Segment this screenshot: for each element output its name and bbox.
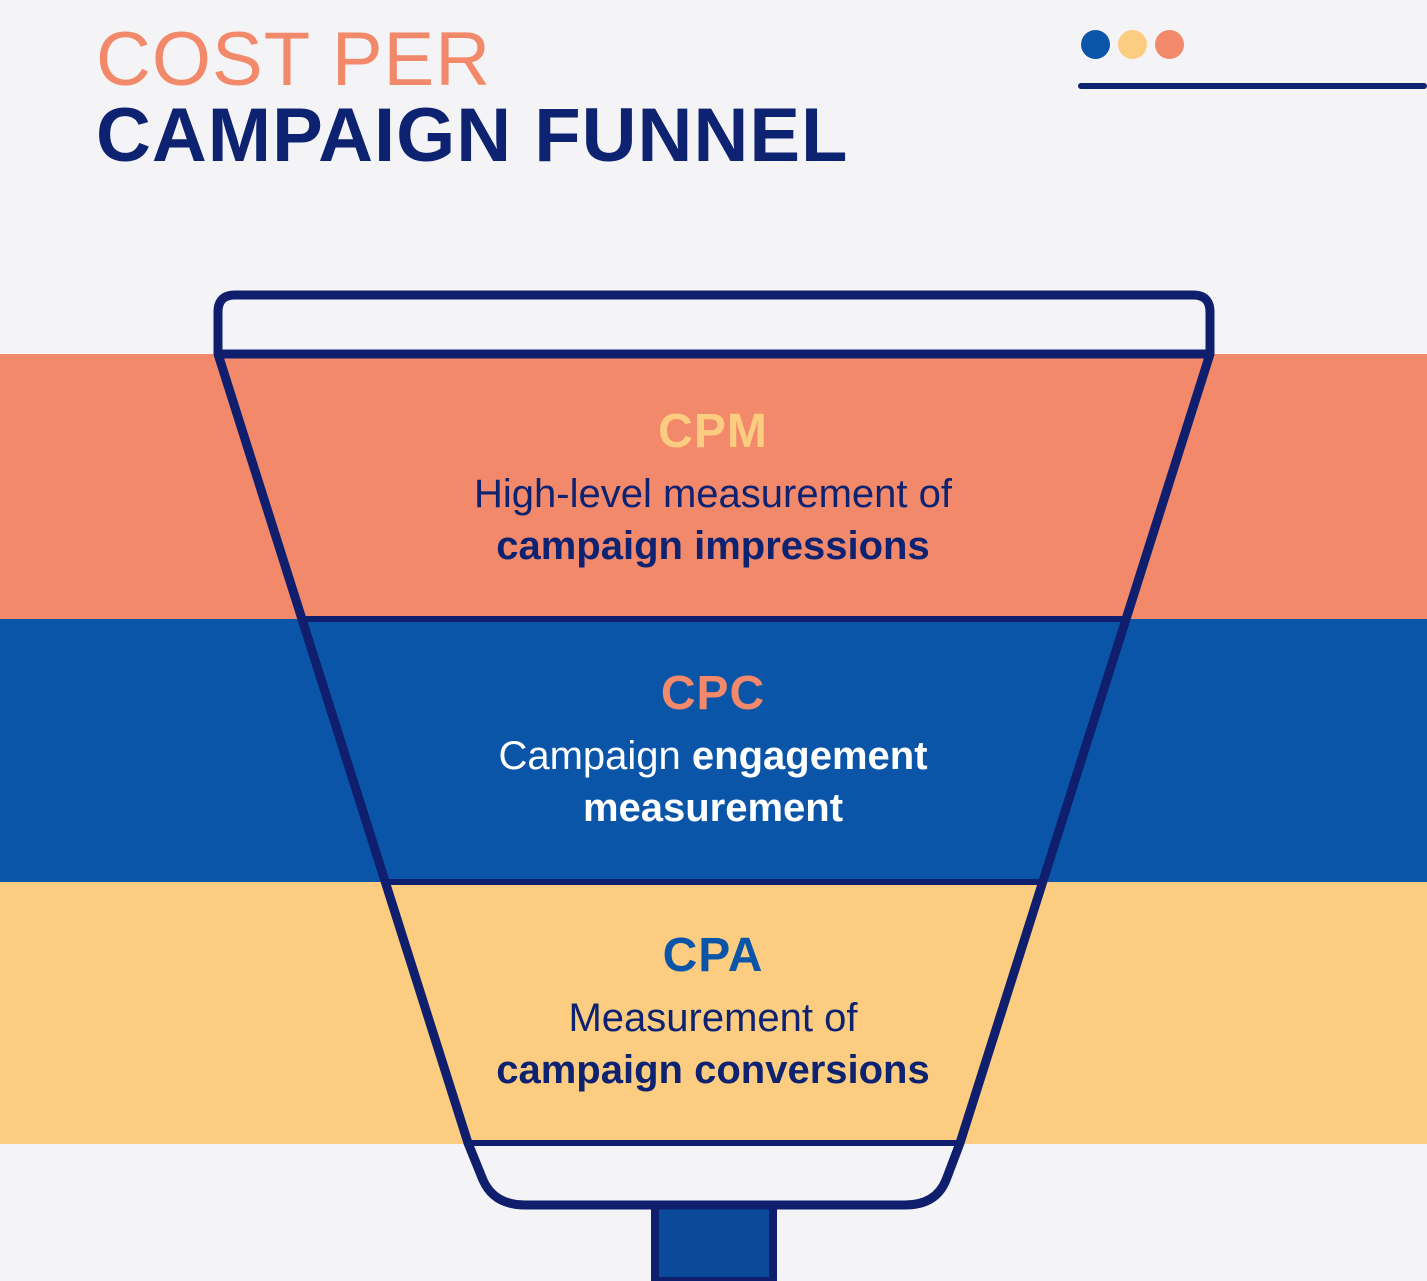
- desc-text: campaign conversions: [496, 1048, 930, 1092]
- cpm-band: [0, 354, 1427, 619]
- header-rule: [1078, 83, 1427, 89]
- yellow-dot: [1118, 30, 1147, 59]
- desc-text: High-level measurement of: [474, 472, 952, 516]
- blue-dot: [1081, 30, 1110, 59]
- desc-line1: Measurement of: [413, 992, 1013, 1044]
- desc-text: engagement: [691, 734, 928, 778]
- desc-text: Campaign: [498, 734, 692, 778]
- desc-line1: Campaign engagement: [413, 730, 1013, 782]
- funnel-rim: [218, 295, 1210, 352]
- decorative-dots: [1081, 30, 1184, 59]
- desc-text: Measurement of: [568, 996, 858, 1040]
- coral-dot: [1155, 30, 1184, 59]
- funnel-base: [468, 1143, 960, 1205]
- stage-code: CPC: [660, 667, 766, 720]
- stage-cpm: CPM High-level measurement of campaign i…: [413, 408, 1013, 572]
- stage-description: Campaign engagement measurement: [413, 730, 1013, 834]
- title-campaign-funnel: CAMPAIGN FUNNEL: [96, 93, 849, 178]
- stage-code: CPA: [662, 929, 764, 982]
- desc-line2: measurement: [413, 782, 1013, 834]
- stage-cpa: CPA Measurement of campaign conversions: [413, 932, 1013, 1096]
- stage-code: CPM: [658, 405, 768, 458]
- stage-cpc: CPC Campaign engagement measurement: [413, 670, 1013, 834]
- desc-text: campaign impressions: [496, 524, 930, 568]
- cpa-band: [0, 882, 1427, 1144]
- stage-description: Measurement of campaign conversions: [413, 992, 1013, 1096]
- desc-text: measurement: [582, 786, 844, 830]
- title-cost-per: COST PER: [96, 17, 492, 102]
- stage-description: High-level measurement of campaign impre…: [413, 468, 1013, 572]
- desc-line2: campaign impressions: [413, 520, 1013, 572]
- funnel-stem: [651, 1205, 777, 1281]
- desc-line1: High-level measurement of: [413, 468, 1013, 520]
- cpc-band: [0, 619, 1427, 882]
- desc-line2: campaign conversions: [413, 1044, 1013, 1096]
